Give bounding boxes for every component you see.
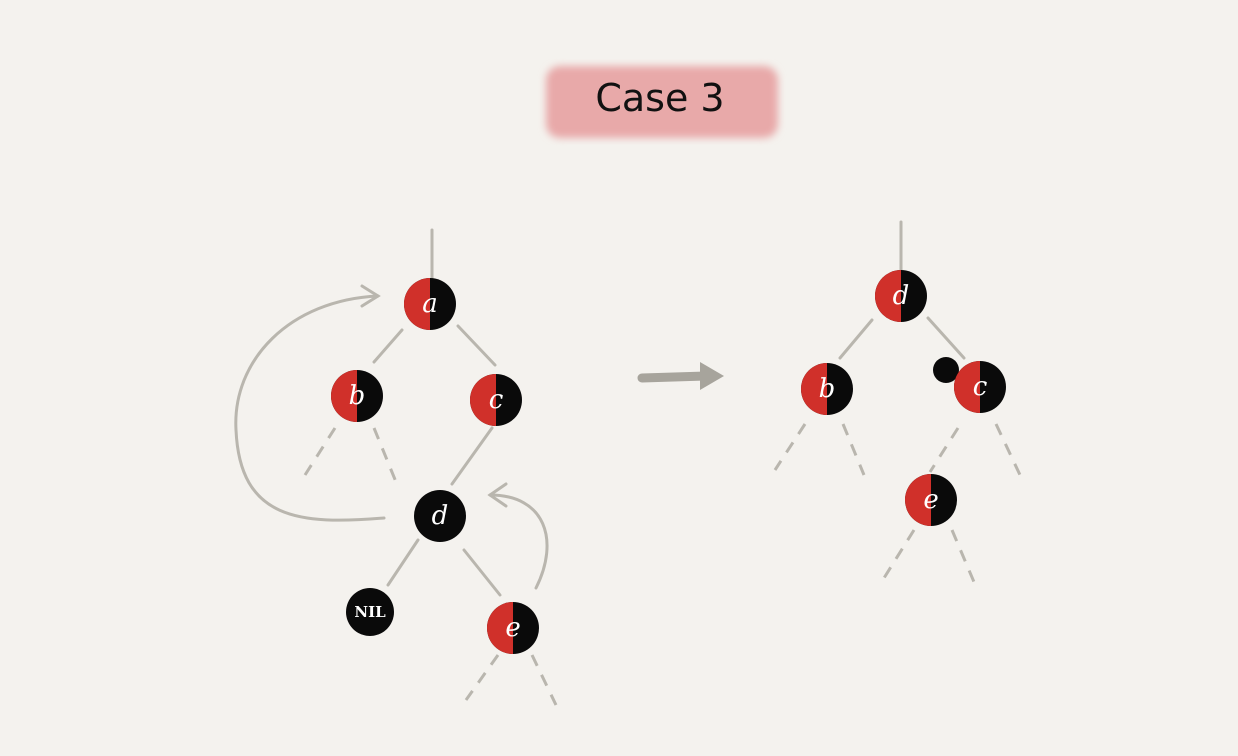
node-b-before: b: [331, 370, 383, 422]
node-label: d: [893, 281, 910, 311]
node-label: d: [432, 501, 449, 531]
title-text: Case 3: [595, 76, 724, 120]
node-d-after: d: [875, 270, 927, 322]
node-label: c: [973, 372, 988, 402]
node-e-after: e: [905, 474, 957, 526]
node-label: b: [349, 381, 366, 411]
node-label: e: [505, 613, 520, 643]
node-c-before: c: [470, 374, 522, 426]
transform-arrow-icon: [637, 362, 724, 390]
node-b-after: b: [801, 363, 853, 415]
left-tree-edges: [303, 228, 558, 706]
node-label: b: [819, 374, 836, 404]
node-label: a: [422, 289, 438, 319]
node-nil-before: NIL: [346, 588, 394, 636]
node-a-before: a: [404, 278, 456, 330]
node-label: e: [923, 485, 938, 515]
node-label: c: [489, 385, 504, 415]
node-d-before: d: [414, 490, 466, 542]
rotation-arrows: [234, 284, 549, 590]
right-tree-edges: [773, 220, 1022, 583]
node-label: NIL: [354, 603, 386, 621]
title-badge: Case 3: [546, 66, 778, 138]
node-e-before: e: [487, 602, 539, 654]
extra-black-dot: [933, 357, 959, 383]
node-c-after: c: [954, 361, 1006, 413]
